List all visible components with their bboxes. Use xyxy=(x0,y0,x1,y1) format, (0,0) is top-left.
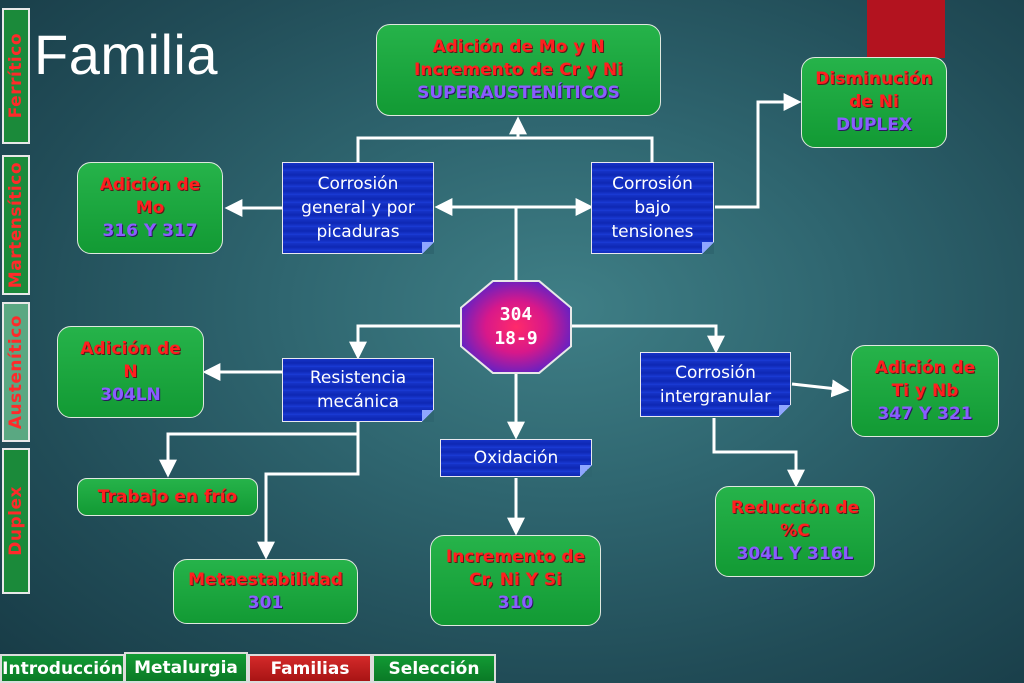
node-metaestabilidad: Metaestabilidad 301 xyxy=(173,559,358,624)
node-incremento-cr: Incremento de Cr, Ni Y Si 310 xyxy=(430,535,601,626)
edge-center-horizontal xyxy=(349,324,462,360)
nav-label: Selección xyxy=(388,658,480,679)
edge-to-trabajo-frio xyxy=(159,422,360,478)
side-tab-label: Duplex xyxy=(6,486,26,556)
node-superaustenitico: Adición de Mo y N Incremento de Cr y Ni … xyxy=(376,24,661,116)
node-trabajo-frio: Trabajo en frío xyxy=(77,478,258,516)
center-node-304: 304 18-9 xyxy=(462,282,570,372)
node-resistencia-mecanica: Resistencia mecánica xyxy=(282,358,434,422)
edge-to-metaestabilidad xyxy=(257,434,360,560)
accent-tab xyxy=(867,0,945,58)
page-title: Familia xyxy=(34,23,218,86)
nav-seleccion[interactable]: Selección xyxy=(372,654,496,683)
side-tab-label: Martensítico xyxy=(6,161,26,289)
edge-corrosion-to-superaustenitico xyxy=(356,136,654,162)
node-duplex: Disminución de Ni DUPLEX xyxy=(801,57,947,148)
node-adicion-ti: Adición de Ti y Nb 347 Y 321 xyxy=(851,345,999,437)
nav-label: Introducción xyxy=(2,658,123,679)
side-tab-ferritico[interactable]: Ferrítico xyxy=(2,8,30,144)
side-tab-label: Austenítico xyxy=(6,314,26,430)
node-adicion-mo: Adición de Mo 316 Y 317 xyxy=(77,162,223,254)
node-corrosion-general: Corrosión general y por picaduras xyxy=(282,162,434,254)
nav-familias[interactable]: Familias xyxy=(248,654,372,683)
edge-to-duplex xyxy=(715,93,802,209)
edge-to-adicion-ti xyxy=(791,379,850,398)
side-tab-martensitico[interactable]: Martensítico xyxy=(2,155,30,295)
nav-introduccion[interactable]: Introducción xyxy=(0,654,125,683)
node-corrosion-intergranular: Corrosión intergranular xyxy=(640,352,791,417)
nav-label: Familias xyxy=(270,658,350,679)
side-tab-label: Ferrítico xyxy=(6,33,26,119)
nav-label: Metalurgia xyxy=(134,657,238,678)
side-tab-duplex[interactable]: Duplex xyxy=(2,448,30,594)
node-oxidacion: Oxidación xyxy=(440,439,592,477)
node-reduccion-c: Reducción de %C 304L Y 316L xyxy=(715,486,875,577)
node-corrosion-bajo-tensiones: Corrosión bajo tensiones xyxy=(591,162,714,254)
nav-metalurgia[interactable]: Metalurgia xyxy=(124,652,248,683)
edge-center-right xyxy=(570,324,725,354)
node-adicion-n: Adición de N 304LN xyxy=(57,326,204,418)
edge-to-reduccion xyxy=(712,418,805,488)
side-tab-austenitico[interactable]: Austenítico xyxy=(2,302,30,442)
